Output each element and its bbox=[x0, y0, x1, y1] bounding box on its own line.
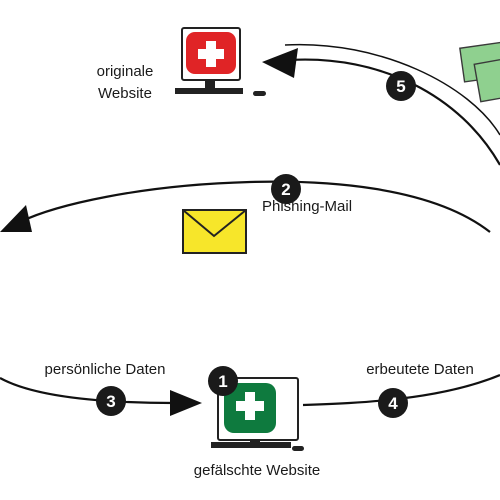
step-badge-5: 5 bbox=[386, 71, 416, 101]
step-badge-1: 1 bbox=[208, 366, 238, 396]
flow-arc-2 bbox=[19, 180, 491, 233]
flow-arrowhead-5 bbox=[262, 48, 298, 78]
step-badge-4: 4 bbox=[378, 388, 408, 418]
fake-website-monitor bbox=[211, 377, 304, 451]
step-number-3: 3 bbox=[106, 392, 115, 411]
flow-arrowhead-3 bbox=[170, 390, 202, 416]
mouse-icon-fake bbox=[292, 446, 304, 451]
mouse-icon bbox=[253, 91, 266, 96]
edge-label-stolen-data: erbeutete Daten bbox=[366, 361, 474, 378]
flow-arc-outer bbox=[284, 43, 500, 136]
original-website-monitor bbox=[175, 27, 266, 96]
step-badge-2: 2 bbox=[271, 174, 301, 204]
swiss-cross-bar bbox=[198, 49, 224, 59]
envelope-icon bbox=[182, 209, 247, 254]
original-website-label-line1: originale bbox=[97, 63, 154, 80]
original-website-label-line2: Website bbox=[98, 85, 152, 102]
fake-website-label: gefälschte Website bbox=[194, 462, 320, 479]
cross-bar bbox=[236, 401, 264, 411]
step-number-1: 1 bbox=[218, 372, 227, 391]
step-number-2: 2 bbox=[281, 180, 290, 199]
flow-arrowhead-2 bbox=[0, 205, 32, 232]
step-number-4: 4 bbox=[388, 394, 398, 413]
edge-label-personal-data: persönliche Daten bbox=[45, 361, 166, 378]
phishing-mail-label: Phishing-Mail bbox=[262, 198, 352, 215]
flow-arc-3 bbox=[0, 377, 176, 405]
money-icon bbox=[459, 41, 500, 103]
step-badge-3: 3 bbox=[96, 386, 126, 416]
step-number-5: 5 bbox=[396, 77, 405, 96]
